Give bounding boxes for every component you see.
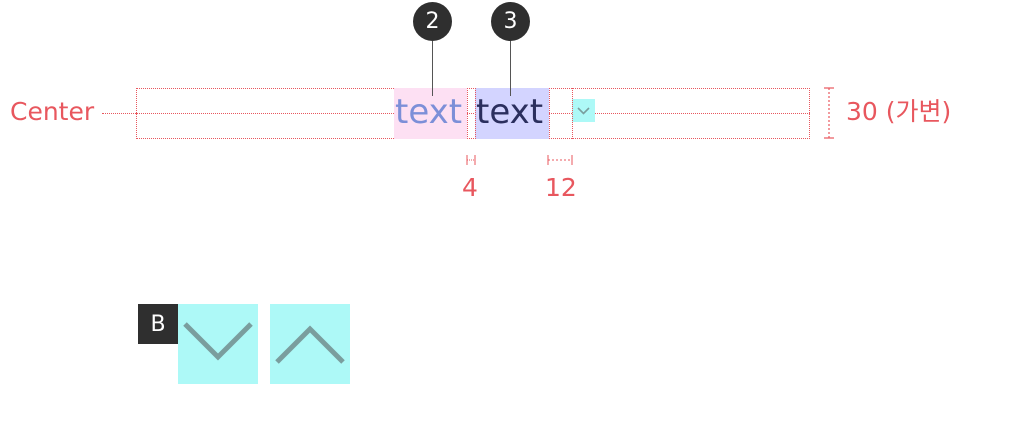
section-b-tag: B [138,304,178,344]
primary-text-highlight [475,88,549,139]
callout-3: 3 [491,2,530,41]
gap-4-measure [466,155,476,165]
center-leader-line [102,113,136,114]
callout-2: 2 [413,2,452,41]
gap-12-measure [547,155,573,165]
chevron-down-icon [577,107,590,115]
height-measure-bracket [824,87,834,139]
gap-guide [467,88,468,139]
gap-4-label: 4 [462,173,478,202]
chevron-down-button[interactable] [178,304,258,384]
center-label: Center [10,97,95,126]
center-guide-line [136,113,810,114]
gap-guide [572,88,573,139]
primary-text: text [476,92,544,132]
secondary-text: text [395,92,463,132]
chevron-down-icon [183,322,253,361]
secondary-text-highlight [394,88,467,139]
chevron-up-button[interactable] [270,304,350,384]
height-label: 30 (가변) [846,97,952,126]
gap-guide [549,88,550,139]
gap-12-label: 12 [545,173,577,202]
callout-2-leader [432,41,433,96]
small-icon-highlight [572,99,595,122]
chevron-up-icon [275,325,345,364]
gap-guide [475,88,476,139]
callout-3-leader [510,41,511,96]
